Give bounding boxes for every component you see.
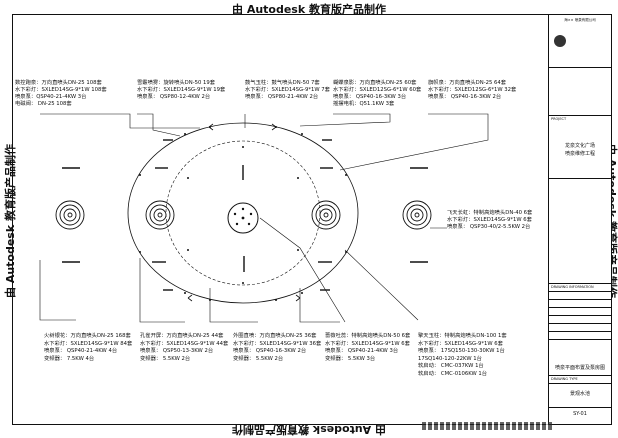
equipment-title: 火树银花：万向直喷头DN-25 168套 <box>44 333 131 339</box>
equipment-top-3: 蝴蝶泉影：万向直喷头DN-25 60套 水下彩灯：SXLED12SG-6*1W … <box>333 80 428 108</box>
equipment-line: 水下彩灯：SXLED14SG-9*1W 36套 <box>233 340 322 347</box>
equipment-line: 摇摆电机：Q51.1KW 3套 <box>333 101 395 107</box>
equipment-title: 旗帜泉：万向直喷头DN-25 64套 <box>428 80 507 86</box>
equipment-title: 外圈直喷：万向直喷头DN-25 36套 <box>233 333 317 339</box>
equipment-title: 蝴蝶泉影：万向直喷头DN-25 60套 <box>333 80 417 86</box>
ring-fountain-right-inner <box>311 200 341 230</box>
company-logo-icon <box>554 35 566 47</box>
equipment-line: 电磁阀： DN-25 108套 <box>15 101 72 107</box>
project-name-line1: 龙泉文化广场 <box>564 143 595 149</box>
equipment-line: 变频器： 7.5KW 4台 <box>44 355 95 362</box>
project-name-line2: 喷泉维修工程 <box>564 151 595 157</box>
equipment-line: 喷泉泵： QSP40-16-3KW 3台 <box>333 94 407 100</box>
equipment-top-2: 鼓气玉柱：鼓气喷头DN-50 7套 水下彩灯：SXLED14SG-9*1W 7套… <box>245 80 345 101</box>
equipment-bottom-4: 擎天玉柱：特制高炮喷头DN-100 1套 水下彩灯：SXLED14SG-9*1W… <box>418 333 538 378</box>
equipment-line: 喷泉泵： QSP40-21-4KW 3台 <box>325 348 399 354</box>
equipment-line: 水下彩灯：SXLED14SG-9*1W 6套 <box>325 340 410 347</box>
drawing-name: 景观水池 <box>569 391 590 397</box>
equipment-right: 飞天长虹：特制高炮喷头DN-40 6套 水下彩灯：SXLED14SG-9*1W … <box>447 210 547 231</box>
equipment-line: 水下彩灯：SXLED14SG-9*1W 19套 <box>137 87 226 93</box>
equipment-line: 喷泉泵： 17SQ150-130-30KW 1台 <box>418 348 505 354</box>
equipment-line: 喷泉泵： QSP50-13-3KW 2台 <box>140 348 214 354</box>
equipment-line: 喷泉泵： QSP80-12-4KW 2台 <box>137 94 211 100</box>
watermark-top: 由 Autodesk 教育版产品制作 <box>231 3 386 16</box>
equipment-line: 喷泉泵： QSP40-16-3KW 2台 <box>233 348 307 354</box>
pool-inner-ellipse <box>165 140 321 286</box>
equipment-line: 喷泉泵： QSP30-40/2-5.5KW 2台 <box>447 224 531 230</box>
pool-outer-ellipse <box>127 122 359 304</box>
equipment-top-1: 雪霰喷雾：旋转喷头DN-50 19套 水下彩灯：SXLED14SG-9*1W 1… <box>137 80 237 101</box>
equipment-line: 水下彩灯：SXLED12SG-6*1W 60套 <box>333 87 422 93</box>
equipment-line: 软启动： CMC-0106KW 1台 <box>418 370 488 377</box>
ring-fountain-right-outer <box>402 200 432 230</box>
equipment-line: 水下彩灯：SXLED14SG-9*1W 6套 <box>447 217 532 223</box>
equipment-line: 喷泉泵：QSP40-21-4KW 3台 <box>15 94 87 100</box>
light-fixture-markers <box>62 139 428 291</box>
equipment-line: 喷泉泵： QSP40-16-3KW 2台 <box>428 94 502 100</box>
equipment-bottom-2: 外圈直喷：万向直喷头DN-25 36套 水下彩灯：SXLED14SG-9*1W … <box>233 333 323 363</box>
equipment-line: 变频器： 5.5KW 2台 <box>140 355 191 362</box>
drawing-info-label: DRAWING INFORMATION <box>551 285 594 289</box>
equipment-line: 变频器： 5.5KW 3台 <box>325 355 376 362</box>
equipment-title: 孔雀开屏：万向直喷头DN-25 44套 <box>140 333 224 339</box>
equipment-title: 鼓气玉柱：鼓气喷头DN-50 7套 <box>245 80 320 86</box>
project-label: PROJECT <box>551 117 567 121</box>
ring-fountain-left-inner <box>145 200 175 230</box>
equipment-line: 水下彩灯：SXLED14SG-9*1W 6套 <box>418 340 503 347</box>
equipment-line: 变频器： 5.5KW 2台 <box>233 355 284 362</box>
equipment-title: 擎天玉柱：特制高炮喷头DN-100 1套 <box>418 333 507 339</box>
center-jet-nozzles <box>233 207 253 226</box>
drawing-description: 喷泉平面布置及泵房图 <box>554 365 605 371</box>
equipment-line: 水下彩灯：SXLED14SG-9*1W 44套 <box>140 340 229 347</box>
equipment-line: 喷泉泵： QSP80-21-4KW 2台 <box>245 94 319 100</box>
equipment-top-0: 数控跑泉：万向直喷头DN-25 108套 水下彩灯：SXLED14SG-9*1W… <box>15 80 135 108</box>
sheet-number: SY-01 <box>573 411 587 417</box>
equipment-bottom-0: 火树银花：万向直喷头DN-25 168套 水下彩灯：SXLED14SG-9*1W… <box>44 333 139 363</box>
equipment-line: 水下彩灯：SXLED14SG-9*1W 84套 <box>44 340 133 347</box>
equipment-title: 蔷薇吐蕊：特制高炮喷头DN-50 6套 <box>325 333 411 339</box>
equipment-bottom-3: 蔷薇吐蕊：特制高炮喷头DN-50 6套 水下彩灯：SXLED14SG-9*1W … <box>325 333 415 363</box>
ring-fountain-left-outer <box>55 200 85 230</box>
equipment-top-4: 旗帜泉：万向直喷头DN-25 64套 水下彩灯：SXLED12SG-6*1W 3… <box>428 80 543 101</box>
drawing-type-label: DRAWING TYPE <box>551 377 578 381</box>
center-jet-ring <box>227 202 259 234</box>
equipment-line: 软启动： CMC-037KW 1台 <box>418 363 484 369</box>
equipment-line: 喷泉泵： QSP40-21-4KW 4台 <box>44 348 118 354</box>
equipment-title: 数控跑泉：万向直喷头DN-25 108套 <box>15 80 102 86</box>
marker-arrows <box>187 123 301 302</box>
equipment-bottom-1: 孔雀开屏：万向直喷头DN-25 44套 水下彩灯：SXLED14SG-9*1W … <box>140 333 230 363</box>
leader-lines <box>39 113 489 323</box>
equipment-line: 水下彩灯：SXLED12SG-6*1W 32套 <box>428 87 517 93</box>
company-name: 海×× 喷泉有限公司 <box>564 18 596 22</box>
equipment-title: 飞天长虹：特制高炮喷头DN-40 6套 <box>447 210 533 216</box>
border-dash-strip <box>422 422 552 430</box>
perimeter-nozzles <box>139 126 347 301</box>
equipment-line: 水下彩灯：SXLED14SG-9*1W 108套 <box>15 87 107 93</box>
equipment-title: 雪霰喷雾：旋转喷头DN-50 19套 <box>137 80 216 86</box>
title-block: 海×× 喷泉有限公司 PROJECT 龙泉文化广场 喷泉维修工程 DRAWING… <box>548 14 612 425</box>
equipment-line: 17SQ140-120-22KW 1台 <box>418 355 482 362</box>
equipment-line: 水下彩灯：SXLED14SG-9*1W 7套 <box>245 87 330 93</box>
